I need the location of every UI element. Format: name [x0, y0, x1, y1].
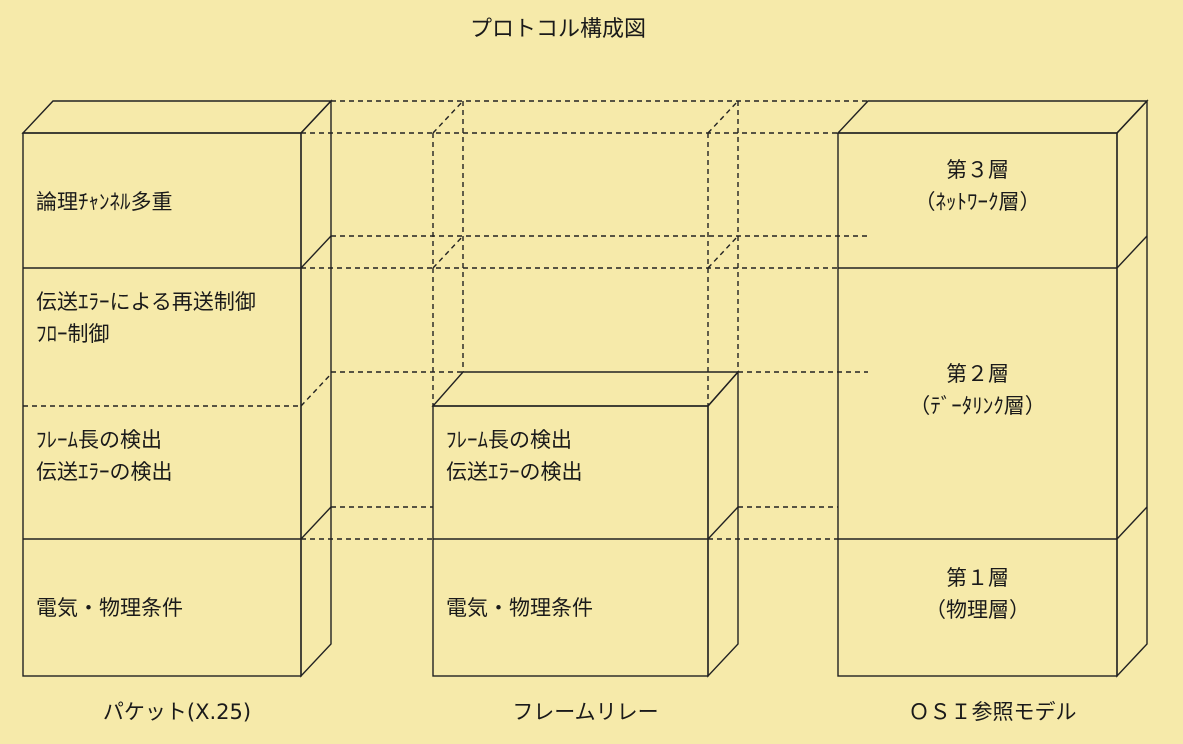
- osi-layer-3-label: 第３層 （ﾈｯﾄﾜｰｸ層）: [914, 158, 1041, 214]
- packet-layer-4-label: 電気・物理条件: [36, 596, 183, 620]
- packet-layer-3-label: ﾌﾚｰﾑ長の検出 伝送ｴﾗｰの検出: [36, 428, 173, 484]
- packet-layer-2-label: 伝送ｴﾗｰによる再送制御 ﾌﾛｰ制御: [36, 290, 256, 346]
- frame-relay-stack-box: [431, 370, 740, 678]
- frame-relay-caption: フレームリレー: [512, 700, 659, 724]
- osi-layer-1-label: 第１層 （物理層）: [925, 566, 1030, 622]
- frame-relay-layer-2-label: 電気・物理条件: [446, 596, 593, 620]
- diagram-title: プロトコル構成図: [470, 17, 647, 42]
- dashed-connectors: [301, 100, 868, 540]
- packet-stack-box: [21, 99, 333, 678]
- frame-relay-layer-1-label: ﾌﾚｰﾑ長の検出 伝送ｴﾗｰの検出: [446, 428, 583, 484]
- osi-stack-box: [836, 99, 1149, 678]
- osi-layer-2-label: 第２層 （ﾃﾞｰﾀﾘﾝｸ層）: [909, 362, 1046, 418]
- packet-caption: パケット(X.25): [102, 700, 252, 724]
- osi-caption: ＯＳＩ参照モデル: [908, 700, 1077, 724]
- packet-layer-1-label: 論理ﾁｬﾝﾈﾙ多重: [36, 190, 173, 214]
